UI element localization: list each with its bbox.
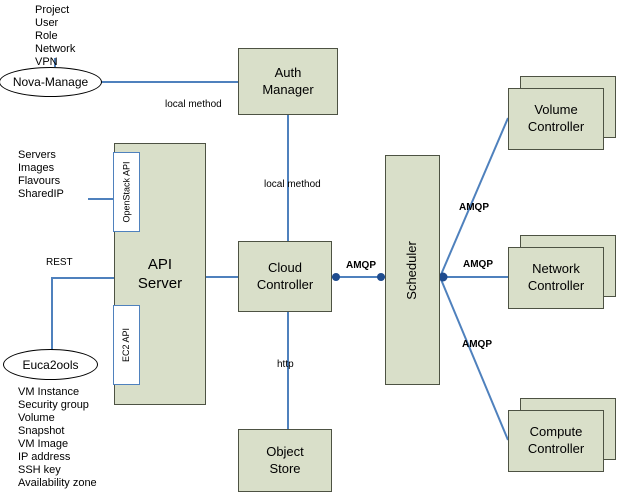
- auth-manager-box: Auth Manager: [238, 48, 338, 115]
- edge-label-amqp-main: AMQP: [346, 260, 376, 271]
- nova-manage-ellipse: Nova-Manage: [0, 67, 102, 97]
- object-store-box: Object Store: [238, 429, 332, 492]
- scheduler-box: Scheduler: [385, 155, 440, 385]
- euca2ools-label: Euca2ools: [22, 357, 79, 372]
- nova-manage-label: Nova-Manage: [12, 75, 89, 89]
- api-server-label: API Server: [137, 255, 183, 293]
- auth-manager-label: Auth Manager: [262, 64, 314, 97]
- scheduler-label: Scheduler: [404, 240, 420, 300]
- dot-scheduler-left: [377, 273, 385, 281]
- dot-scheduler-right: [438, 272, 448, 282]
- edge-label-amqp-compute: AMQP: [462, 339, 492, 350]
- euca2ools-annotation-list: VM Instance Security group Volume Snapsh…: [18, 386, 97, 489]
- dot-cloudcontroller-right: [332, 273, 340, 281]
- volume-controller-label: Volume Controller: [527, 102, 585, 134]
- edge-label-http: http: [277, 359, 294, 370]
- volume-controller-box: Volume Controller: [508, 88, 604, 150]
- ec2-api-label: EC2 API: [121, 327, 132, 363]
- edge-label-local-method-top: local method: [165, 99, 222, 110]
- openstack-api-label: OpenStack API: [121, 161, 132, 223]
- edge-label-rest: REST: [46, 257, 73, 268]
- edge-scheduler-computecontroller: [439, 276, 509, 441]
- edge-scheduler-volumecontroller: [439, 117, 509, 278]
- compute-controller-box: Compute Controller: [508, 410, 604, 472]
- network-controller-label: Network Controller: [527, 261, 585, 293]
- openstack-api-box: OpenStack API: [113, 152, 140, 232]
- ec2-api-box: EC2 API: [113, 305, 140, 385]
- nova-manage-annotation-list: Project User Role Network VPN: [35, 4, 76, 68]
- edge-label-amqp-volume: AMQP: [459, 202, 489, 213]
- network-controller-box: Network Controller: [508, 247, 604, 309]
- euca2ools-ellipse: Euca2ools: [3, 349, 98, 380]
- cloud-controller-box: Cloud Controller: [238, 241, 332, 312]
- edge-label-amqp-network: AMQP: [463, 259, 493, 270]
- cloud-controller-label: Cloud Controller: [256, 259, 314, 292]
- edge-label-local-method-mid: local method: [264, 179, 321, 190]
- object-store-label: Object Store: [266, 443, 304, 476]
- compute-controller-label: Compute Controller: [527, 424, 585, 456]
- api-server-annotation-list: Servers Images Flavours SharedIP: [18, 149, 64, 200]
